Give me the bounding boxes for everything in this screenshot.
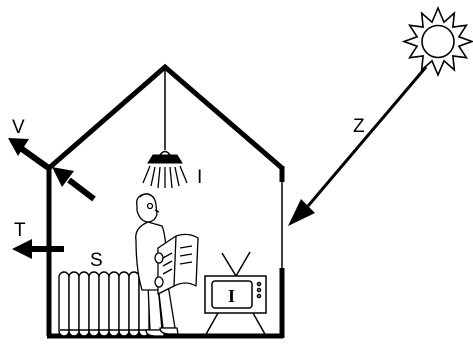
sun-label: Z: [353, 116, 365, 137]
tv-label: I: [228, 286, 235, 306]
ventilation-arrow-out: [8, 138, 50, 169]
radiator-label: S: [90, 250, 103, 271]
lamp-icon: [143, 70, 187, 188]
sun-disk: [422, 26, 454, 58]
sun-icon: [404, 8, 472, 75]
ventilation-label: V: [12, 117, 25, 138]
solar-arrow: [288, 67, 426, 226]
lamp-label: I: [197, 167, 202, 188]
transmission-label: T: [14, 220, 26, 241]
transmission-arrow: [12, 239, 64, 259]
radiator-icon: [59, 272, 149, 336]
ventilation-arrow-in: [52, 167, 94, 199]
tv-icon: [205, 252, 266, 336]
